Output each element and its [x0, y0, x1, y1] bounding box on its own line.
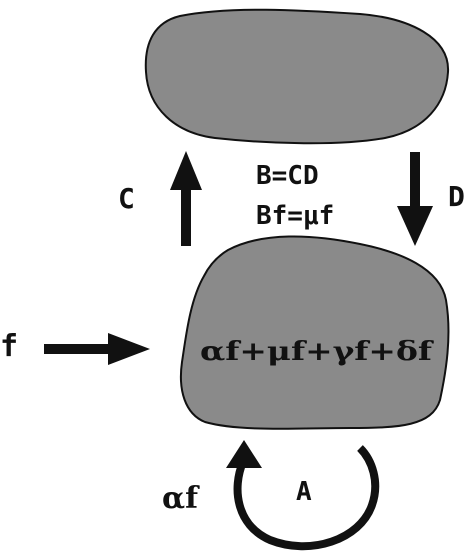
loop-arrow-a: [226, 440, 380, 551]
input-label: f: [0, 329, 18, 364]
lower-compartment-shape: [179, 235, 450, 430]
loop-term: αf: [162, 481, 200, 516]
equation-bf-muf: Bf=μf: [256, 201, 334, 231]
arrow-up-label: C: [118, 182, 135, 215]
input-arrow: [44, 333, 150, 365]
arrow-down-d: [397, 152, 433, 246]
upper-compartment-shape: [144, 8, 450, 145]
arrow-down-label: D: [448, 180, 465, 213]
lower-compartment-expression: αf+μf+γf+δf: [200, 337, 434, 367]
equation-b-cd: B=CD: [256, 161, 319, 191]
arrow-up-c: [170, 151, 202, 246]
loop-label: A: [296, 477, 312, 507]
